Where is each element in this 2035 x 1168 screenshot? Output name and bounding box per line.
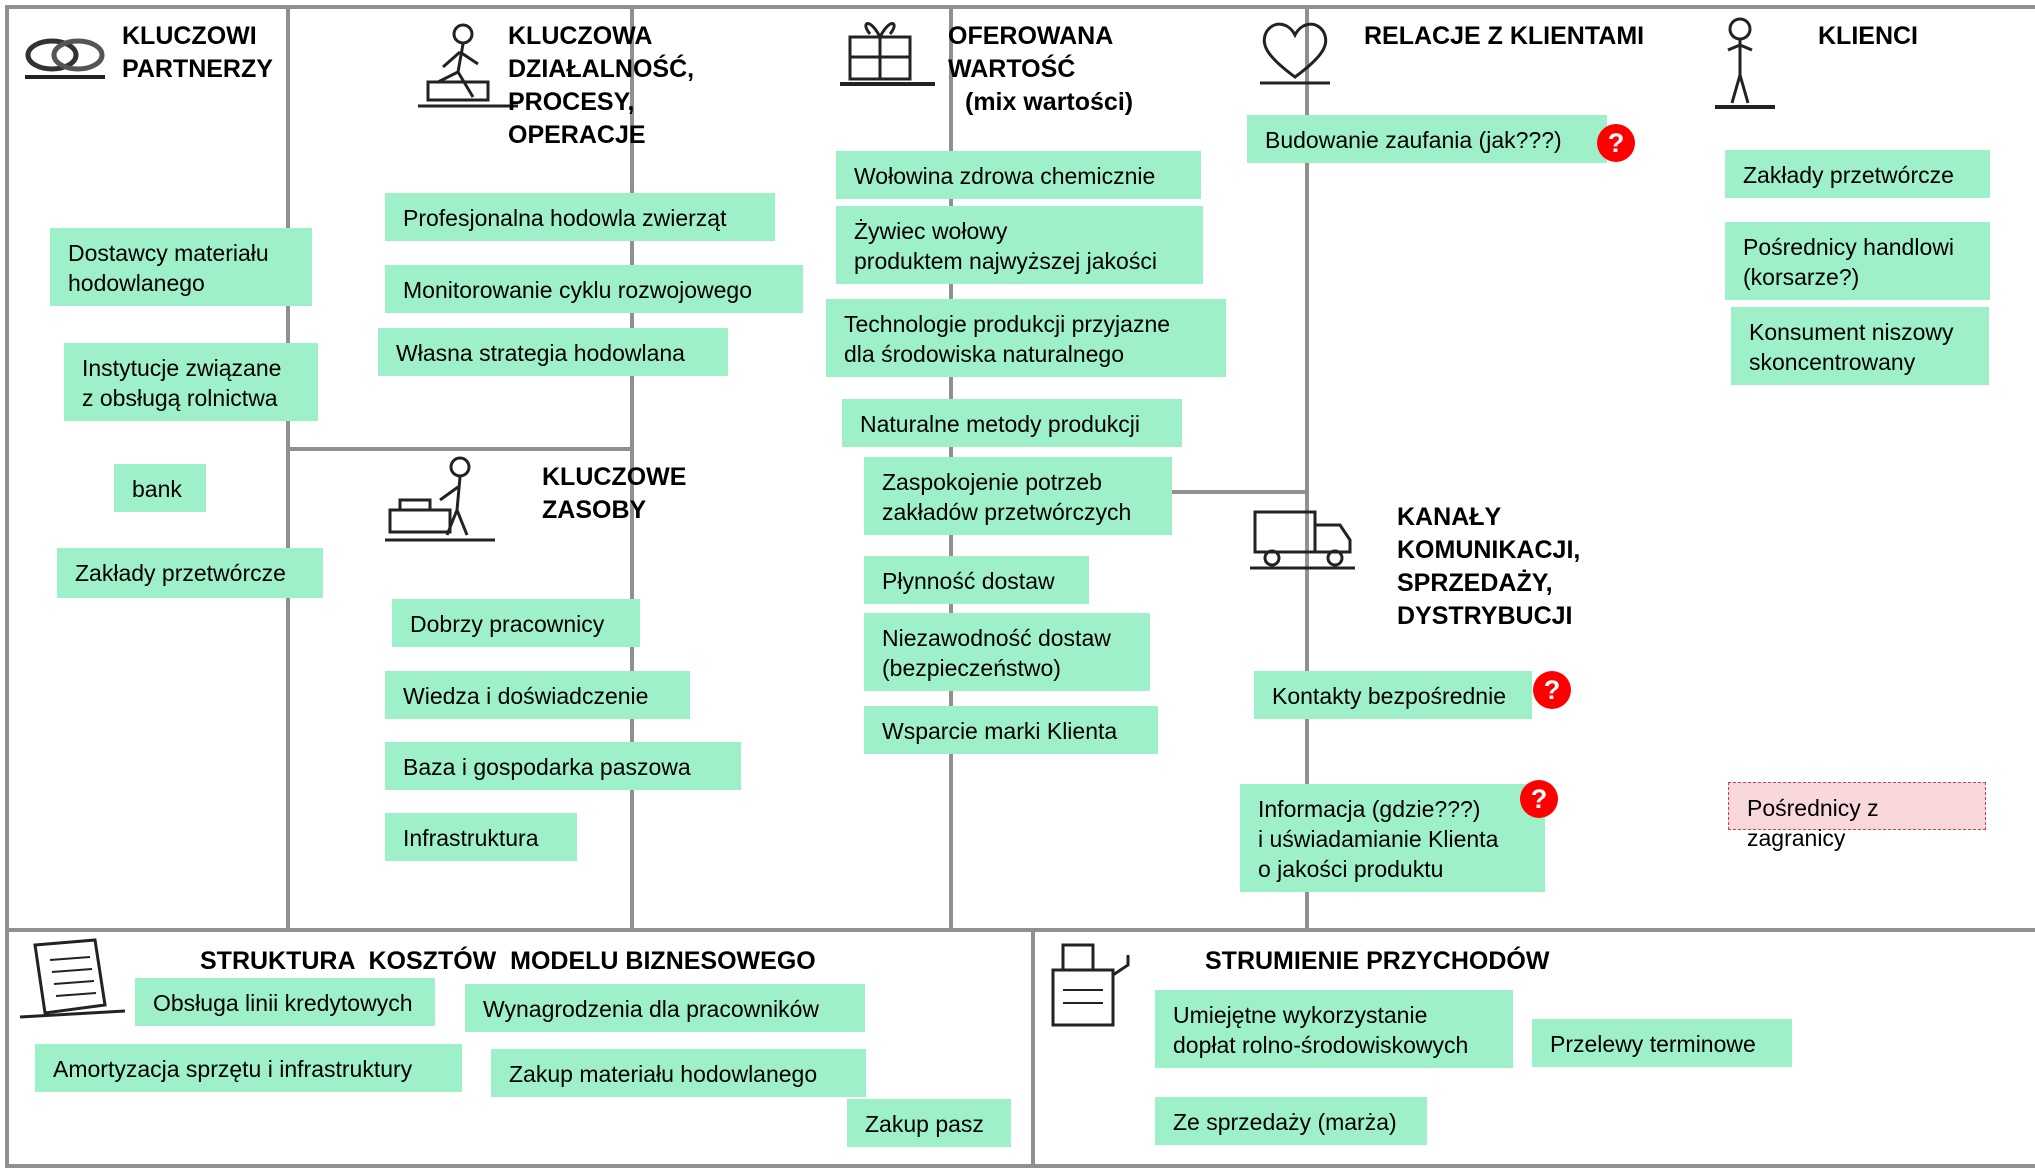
sticky-note: Technologie produkcji przyjazne dla środ…	[826, 299, 1226, 377]
question-mark-icon: ?	[1533, 671, 1571, 709]
sticky-note: Dostawcy materiału hodowlanego	[50, 228, 312, 306]
customer-segments-title: KLIENCI	[1818, 22, 1918, 50]
sticky-note: Umiejętne wykorzystanie dopłat rolno-śro…	[1155, 990, 1513, 1068]
key-partners-title: KLUCZOWI PARTNERZY	[122, 22, 273, 83]
sticky-note: Zaspokojenie potrzeb zakładów przetwórcz…	[864, 457, 1172, 535]
sticky-note: Niezawodność dostaw (bezpieczeństwo)	[864, 613, 1150, 691]
sticky-note: Pośrednicy handlowi (korsarze?)	[1725, 222, 1990, 300]
person-standing-icon	[1715, 17, 1775, 109]
sticky-note: Informacja (gdzie???) i uświadamianie Kl…	[1240, 784, 1545, 892]
sticky-note: Budowanie zaufania (jak???)	[1247, 115, 1607, 163]
sticky-note: Monitorowanie cyklu rozwojowego	[385, 265, 803, 313]
customer-relations-title: RELACJE Z KLIENTAMI	[1364, 22, 1645, 50]
cash-register-icon	[1051, 943, 1130, 1027]
sticky-note: Obsługa linii kredytowych	[135, 978, 435, 1026]
question-mark-icon: ?	[1520, 780, 1558, 818]
document-icon	[19, 938, 126, 1019]
sticky-note: Ze sprzedaży (marża)	[1155, 1097, 1427, 1145]
sticky-note: Zakłady przetwórcze	[1725, 150, 1990, 198]
sticky-note: Wołowina zdrowa chemicznie	[836, 151, 1201, 199]
worker-lifting-icon	[418, 23, 518, 108]
cost-structure-title: STRUKTURA KOSZTÓW MODELU BIZNESOWEGO	[200, 947, 816, 975]
sticky-note: Wynagrodzenia dla pracowników	[465, 984, 865, 1032]
machine-operator-icon	[385, 456, 495, 542]
revenue-streams-title: STRUMIENIE PRZYCHODÓW	[1205, 947, 1550, 975]
gift-box-icon	[840, 22, 935, 86]
sticky-note: Przelewy terminowe	[1532, 1019, 1792, 1067]
value-proposition-title: OFEROWANA WARTOŚĆ	[948, 22, 1114, 83]
sticky-note: Profesjonalna hodowla zwierząt	[385, 193, 775, 241]
key-activities-title: KLUCZOWA DZIAŁALNOŚĆ, PROCESY, OPERACJE	[508, 22, 695, 149]
sticky-note: Kontakty bezpośrednie	[1254, 671, 1532, 719]
sticky-note: Amortyzacja sprzętu i infrastruktury	[35, 1044, 462, 1092]
sticky-note: Żywiec wołowy produktem najwyższej jakoś…	[836, 206, 1203, 284]
sticky-note: Wsparcie marki Klienta	[864, 706, 1158, 754]
sticky-note: Wiedza i doświadczenie	[385, 671, 690, 719]
sticky-note: Własna strategia hodowlana	[378, 328, 728, 376]
truck-icon	[1250, 510, 1355, 570]
sticky-note: Płynność dostaw	[864, 556, 1089, 604]
chain-links-icon	[25, 38, 105, 79]
sticky-note: Dobrzy pracownicy	[392, 599, 640, 647]
sticky-note: Konsument niszowy skoncentrowany	[1731, 307, 1989, 385]
sticky-note: Infrastruktura	[385, 813, 577, 861]
sticky-note: Naturalne metody produkcji	[842, 399, 1182, 447]
heart-icon	[1260, 22, 1330, 85]
sticky-note: Zakłady przetwórcze	[57, 548, 323, 598]
question-mark-icon: ?	[1597, 124, 1635, 162]
sticky-note-pink: Pośrednicy z zagranicy	[1728, 782, 1986, 851]
sticky-note: Instytucje związane z obsługą rolnictwa	[64, 343, 318, 421]
sticky-note: Baza i gospodarka paszowa	[385, 742, 741, 790]
channels-title: KANAŁY KOMUNIKACJI, SPRZEDAŻY, DYSTRYBUC…	[1397, 503, 1581, 630]
key-resources-title: KLUCZOWE ZASOBY	[542, 463, 687, 524]
value-proposition-subtitle: (mix wartości)	[965, 88, 1134, 116]
sticky-note: Zakup materiału hodowlanego	[491, 1049, 866, 1097]
sticky-note: Zakup pasz	[847, 1099, 1011, 1147]
sticky-note: bank	[114, 464, 206, 512]
